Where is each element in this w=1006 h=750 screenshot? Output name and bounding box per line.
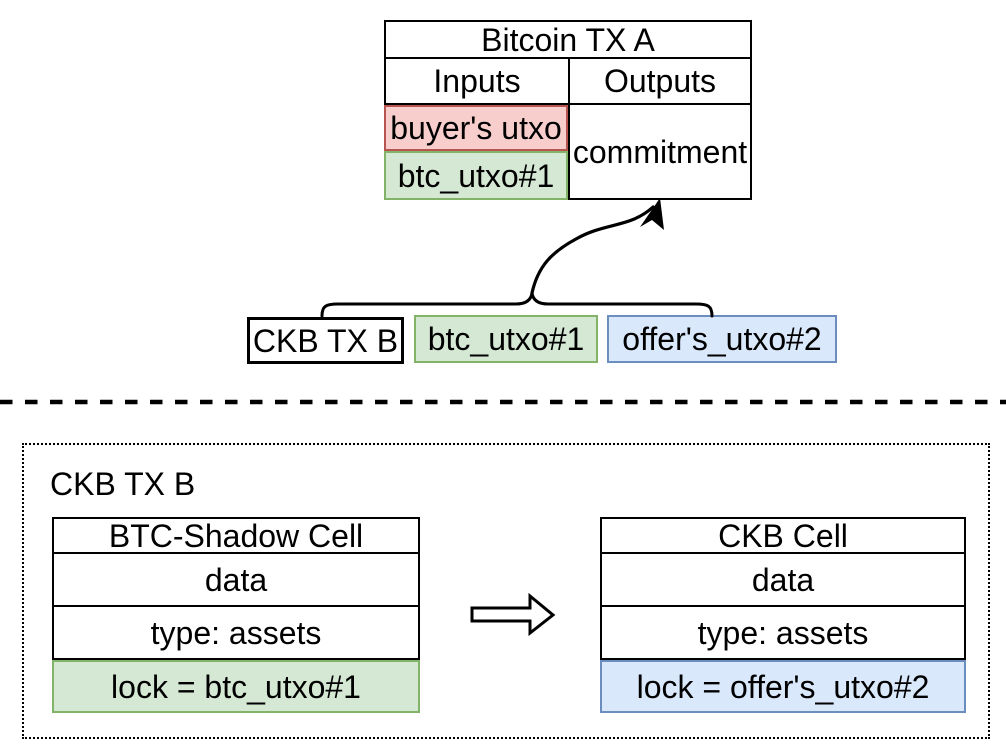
btc-shadow-data-label: data	[204, 561, 268, 598]
btc-shadow-lock-cell: lock = btc_utxo#1	[52, 660, 420, 713]
commitment-label: commitment	[572, 133, 748, 170]
btc-shadow-type-cell: type: assets	[52, 605, 420, 660]
btc-utxo1-input-cell: btc_utxo#1	[384, 151, 568, 200]
ckb-cell-type-label: type: assets	[697, 614, 869, 651]
brace	[320, 292, 714, 318]
curved-arrow-line	[530, 205, 655, 295]
btc-utxo1-box-label: btc_utxo#1	[427, 321, 585, 357]
outputs-header-label: Outputs	[603, 63, 717, 99]
btc-shadow-type-label: type: assets	[150, 614, 322, 651]
btc-shadow-lock-label: lock = btc_utxo#1	[111, 668, 361, 705]
btc-utxo1-box: btc_utxo#1	[414, 315, 598, 363]
ckb-cell-data-label: data	[751, 561, 815, 598]
ckb-cell-data-cell: data	[600, 552, 966, 607]
ckb-tx-b-section-title: CKB TX B	[50, 466, 196, 502]
ckb-cell-title: CKB Cell	[718, 517, 848, 554]
commitment-cell: commitment	[568, 103, 752, 200]
inputs-header-label: Inputs	[433, 63, 521, 99]
ckb-cell-title-cell: CKB Cell	[600, 517, 966, 554]
bitcoin-tx-a-title-cell: Bitcoin TX A	[384, 20, 752, 59]
btc-shadow-cell-title-cell: BTC-Shadow Cell	[52, 517, 420, 554]
curved-arrow-head-icon	[640, 198, 664, 230]
ckb-cell-lock-cell: lock = offer's_utxo#2	[600, 660, 966, 713]
inputs-header-cell: Inputs	[384, 57, 570, 105]
ckb-cell-type-cell: type: assets	[600, 605, 966, 660]
outputs-header-cell: Outputs	[568, 57, 752, 105]
ckb-tx-b-box: CKB TX B	[247, 317, 404, 364]
offers-utxo2-box: offer's_utxo#2	[607, 315, 837, 363]
offers-utxo2-box-label: offer's_utxo#2	[622, 321, 822, 357]
ckb-cell-lock-label: lock = offer's_utxo#2	[636, 668, 930, 705]
bitcoin-tx-a-title: Bitcoin TX A	[481, 21, 655, 58]
btc-shadow-data-cell: data	[52, 552, 420, 607]
btc-shadow-cell-title: BTC-Shadow Cell	[108, 517, 364, 554]
buyers-utxo-cell: buyer's utxo	[384, 105, 568, 151]
ckb-tx-b-detail-container	[22, 443, 990, 739]
ckb-tx-b-box-label: CKB TX B	[252, 322, 399, 359]
buyers-utxo-label: buyer's utxo	[390, 110, 562, 146]
btc-utxo1-input-label: btc_utxo#1	[397, 157, 555, 194]
